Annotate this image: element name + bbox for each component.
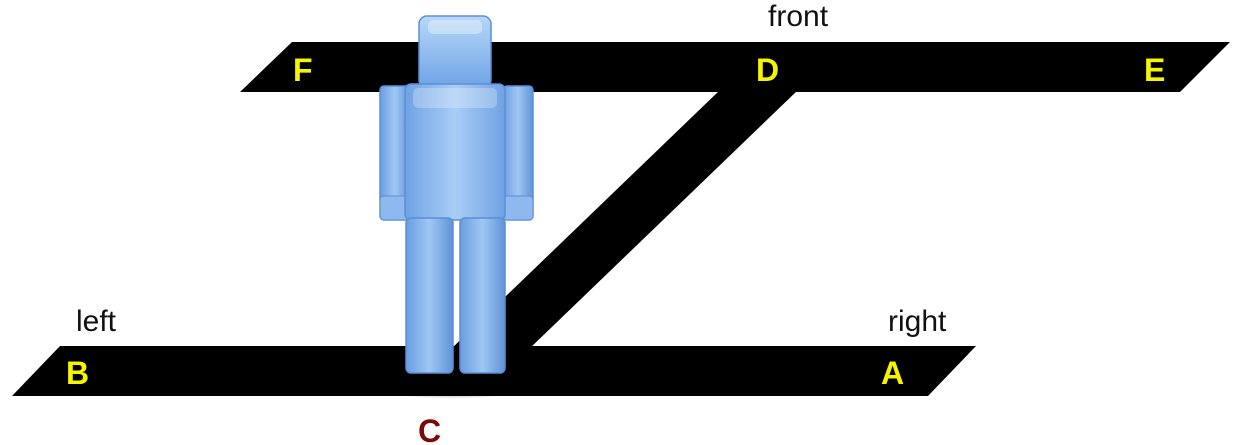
node-f: F [293, 52, 313, 88]
label-left: left [76, 305, 117, 338]
node-e: E [1144, 52, 1165, 88]
track-front [240, 42, 1230, 92]
person-icon [379, 15, 534, 399]
label-right: right [888, 305, 947, 338]
node-c: C [418, 413, 441, 445]
node-d: D [756, 52, 779, 88]
label-front: front [768, 0, 829, 33]
node-a: A [881, 355, 904, 391]
node-b: B [66, 355, 89, 391]
track-diagonal [450, 90, 798, 350]
